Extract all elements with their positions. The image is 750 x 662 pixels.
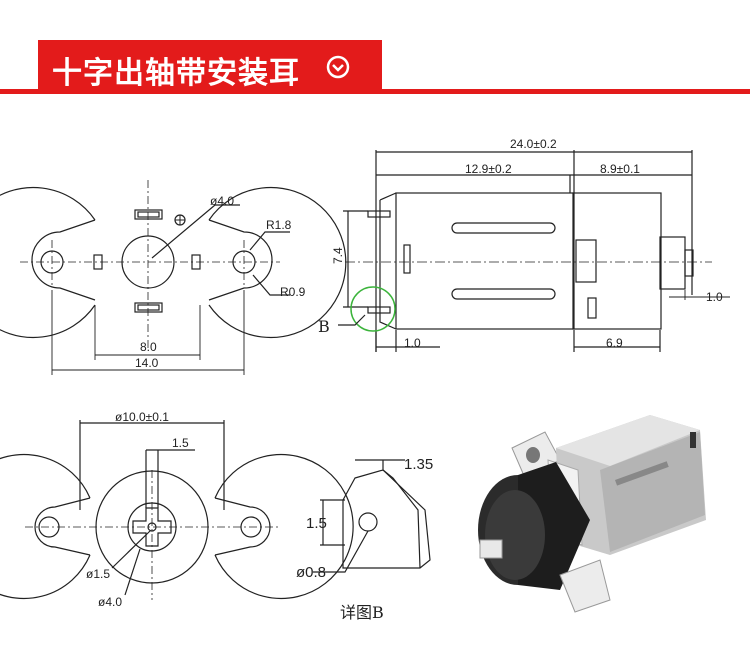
side-view [338,150,730,352]
front-width-outer: 14.0 [135,356,159,370]
side-shaft-offset: 1.0 [706,290,723,304]
front-width-inner: 8.0 [140,340,157,354]
front-view [0,180,347,375]
detail-caption: 详图B [340,603,384,622]
side-total-length: 24.0±0.2 [510,137,557,151]
side-body-length: 12.9±0.2 [465,162,512,176]
title-banner: 十字出轴带安装耳 [38,40,382,94]
side-gear-length: 8.9±0.1 [600,162,640,176]
bottom-hole-diameter: ø1.5 [86,567,110,581]
bottom-view [0,420,354,600]
bottom-cross-width: 1.5 [172,436,189,450]
detail-b-marker: B [318,317,330,336]
front-shaft-diameter: ø4.0 [210,194,234,208]
detail-b-view [313,459,431,573]
detail-width: 1.35 [404,456,433,473]
front-radius-2: R0.9 [280,285,306,299]
bottom-shaft-diameter: ø4.0 [98,595,122,609]
detail-hole-diameter: ø0.8 [296,564,326,581]
side-tail-length: 6.9 [606,336,623,350]
side-terminal-offset: 1.0 [404,336,421,350]
banner-title: 十字出轴带安装耳 [52,56,300,91]
banner-underline [0,89,750,94]
motor-photo [478,415,706,613]
side-height: 7.4 [331,247,345,264]
bottom-diameter: ø10.0±0.1 [115,410,169,424]
chevron-down-circle-icon [326,55,350,79]
front-radius-1: R1.8 [266,218,292,232]
detail-height: 1.5 [306,515,327,532]
